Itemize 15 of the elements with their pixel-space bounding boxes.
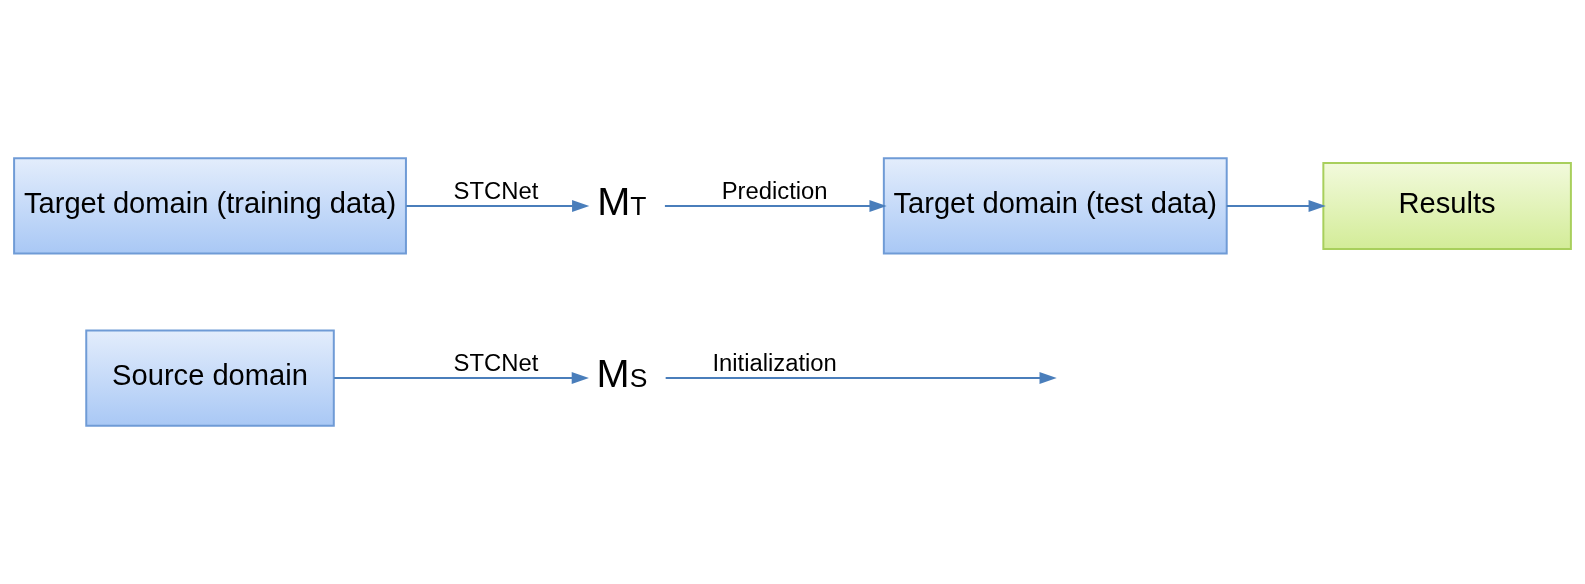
node-text: MT — [597, 178, 647, 223]
arrow — [1225, 199, 1326, 212]
arrow — [664, 372, 1057, 385]
edge-label: Initialization — [712, 348, 837, 376]
node-box: Target domain (test data) — [882, 157, 1228, 255]
arrow — [405, 199, 590, 212]
node-text: MS — [596, 350, 648, 395]
edge-label: Prediction — [721, 176, 828, 204]
arrow — [333, 372, 589, 385]
node-box: Results — [1322, 161, 1572, 250]
arrow — [663, 199, 887, 212]
edge-label: STCNet — [453, 348, 539, 376]
node-box: Target domain (training data) — [13, 157, 407, 255]
node-box: Source domain — [85, 329, 335, 427]
edge-label: STCNet — [453, 176, 539, 204]
